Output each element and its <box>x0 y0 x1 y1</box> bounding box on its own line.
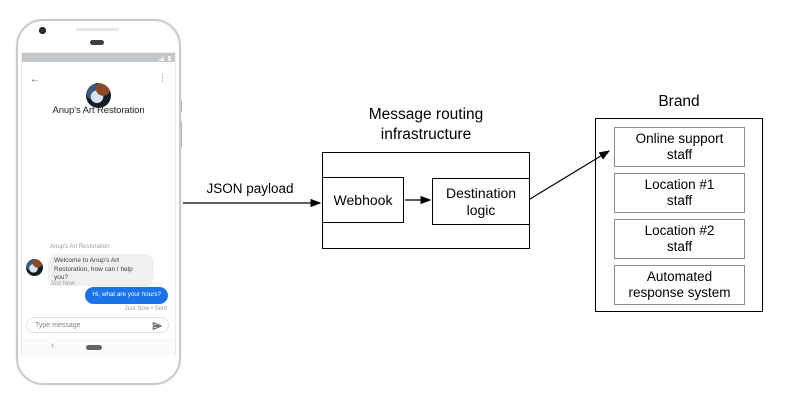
brand-container-box: Online support staff Location #1 staff L… <box>595 118 763 312</box>
brand-item-automated-response: Automated response system <box>614 265 745 305</box>
routing-title-line1: Message routing <box>368 106 484 123</box>
nav-home-pill[interactable] <box>86 345 102 350</box>
nav-bar: ‹ <box>22 338 175 357</box>
status-bar <box>22 53 175 62</box>
destination-label: Destination logic <box>445 184 517 218</box>
brand-item-online-support: Online support staff <box>614 127 745 167</box>
incoming-message-bubble: Welcome to Anup's Art Restoration, how c… <box>48 254 154 286</box>
back-icon[interactable]: ← <box>30 74 40 85</box>
sender-label: Anup's Art Restoration <box>50 244 110 250</box>
incoming-timestamp: Just Now <box>50 281 75 287</box>
phone-mockup: ← ⋮ Anup's Art Restoration Anup's Art Re… <box>16 19 181 385</box>
chat-header: ← ⋮ Anup's Art Restoration <box>22 62 175 116</box>
signal-icon <box>158 55 164 61</box>
brand-item-location-1: Location #1 staff <box>614 173 745 213</box>
json-payload-label: JSON payload <box>206 181 294 196</box>
outgoing-message-bubble: Hi, what are your hours? <box>85 287 168 304</box>
message-input[interactable]: Type message <box>26 317 169 333</box>
battery-icon <box>167 55 171 61</box>
webhook-box: Webhook <box>322 177 404 223</box>
outgoing-timestamp: Just Now • Sent <box>124 306 167 312</box>
routing-title-line2: infrastructure <box>380 126 472 143</box>
routing-title: Message routing infrastructure <box>318 105 534 145</box>
message-avatar <box>26 259 43 276</box>
brand-item-location-2: Location #2 staff <box>614 219 745 259</box>
speaker-grill <box>90 40 104 45</box>
brand-avatar <box>86 83 111 108</box>
webhook-label: Webhook <box>333 191 393 208</box>
send-icon[interactable] <box>152 321 162 331</box>
destination-logic-box: Destination logic <box>432 178 530 225</box>
earpiece-slot <box>76 28 119 31</box>
message-input-placeholder: Type message <box>35 322 81 329</box>
nav-back-icon[interactable]: ‹ <box>51 340 55 351</box>
chat-title: Anup's Art Restoration <box>52 105 145 116</box>
overflow-menu-icon[interactable]: ⋮ <box>158 73 167 83</box>
front-camera-dot <box>39 27 46 34</box>
phone-screen: ← ⋮ Anup's Art Restoration Anup's Art Re… <box>21 52 176 357</box>
brand-title: Brand <box>658 93 700 110</box>
